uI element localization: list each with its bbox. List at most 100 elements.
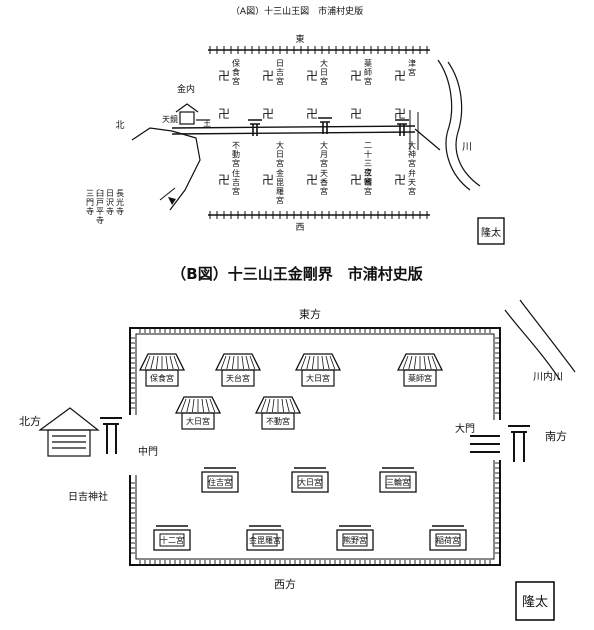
svg-text:長光寺: 長光寺 xyxy=(116,189,124,216)
temple-label: 薬師宮 xyxy=(364,58,372,86)
temple-label: 大日宮 xyxy=(320,58,328,86)
manji-icon: 卍 xyxy=(350,107,362,121)
seal-a-text: 隆太 xyxy=(481,226,501,239)
temple-label: 津宮 xyxy=(408,58,416,77)
temple-label: 熊野宮 xyxy=(343,535,367,545)
east-gate xyxy=(470,425,530,462)
temple-building: 薬師宮 xyxy=(396,353,444,387)
temple-building: 大日宮 xyxy=(294,353,342,387)
svg-text:二十三夜宮: 二十三夜宮 xyxy=(364,141,372,186)
temple-label: 保食宮 xyxy=(150,373,174,383)
temple-label: 大日宮 xyxy=(298,477,322,487)
temple-building: 大日宮 xyxy=(174,396,222,430)
manji-icon: 卍 xyxy=(306,69,318,83)
left-temple-label: 長光寺 xyxy=(116,189,124,216)
svg-text:不動宮: 不動宮 xyxy=(232,141,240,168)
west-gate-label: 中門 xyxy=(138,445,158,458)
temple-building: 住吉宮 xyxy=(201,467,239,493)
temple-building: 稲荷宮 xyxy=(429,525,467,551)
manji-icon: 卍 xyxy=(218,173,230,187)
svg-text:三輪宮: 三輪宮 xyxy=(364,169,372,196)
temple-label: 大日宮 xyxy=(306,373,330,383)
manji-icon: 卍 xyxy=(394,107,406,121)
svg-text:大月宮: 大月宮 xyxy=(320,140,328,168)
temple-label: 三輪宮 xyxy=(386,477,410,487)
temple-label: 日吉宮 xyxy=(276,59,284,86)
manji-icon: 卍 xyxy=(394,69,406,83)
temple-label: 大神宮 xyxy=(408,140,416,168)
manji-icon: 卍 xyxy=(218,107,230,121)
temple-label: 住吉宮 xyxy=(208,477,232,487)
seal-b xyxy=(515,581,555,621)
label-marker-a: 王 xyxy=(203,119,211,128)
temple-label: 天香宮 xyxy=(320,169,328,196)
caption-map-a: （A図）十三山王図 市浦村史版 xyxy=(231,5,363,17)
svg-text:保食宮: 保食宮 xyxy=(232,58,240,86)
temple-label: 稲荷宮 xyxy=(436,535,460,545)
temple-label: 大日宮 xyxy=(186,416,210,426)
dir-north-a: 北 xyxy=(115,120,124,131)
temple-building: 天台宮 xyxy=(214,353,262,387)
svg-text:住吉宮: 住吉宮 xyxy=(232,168,240,196)
map-b: 北方 日吉神社 中門 大門 川内川 東方 西方 南方 保食宮天台宮大日宮薬師宮大… xyxy=(19,299,576,621)
dir-east-b: 東方 xyxy=(299,307,321,321)
temple-label: 三輪宮 xyxy=(364,169,372,196)
temple-label: 不動宮 xyxy=(266,416,290,426)
svg-text:臼戸平寺: 臼戸平寺 xyxy=(96,188,104,225)
svg-text:三門寺: 三門寺 xyxy=(86,189,94,216)
dir-west-a: 西 xyxy=(295,222,304,233)
svg-text:薬師宮: 薬師宮 xyxy=(364,58,372,86)
manji-icon: 卍 xyxy=(306,107,318,121)
manji-icon: 卍 xyxy=(350,69,362,83)
seal-a xyxy=(477,217,505,245)
left-temple-label: 臼戸平寺 xyxy=(96,188,104,225)
temple-building: 十二宮 xyxy=(153,525,191,551)
svg-text:大神宮: 大神宮 xyxy=(408,140,416,168)
temple-building: 金毘羅宮 xyxy=(246,525,284,551)
temple-label: 金毘羅宮 xyxy=(276,168,284,205)
temple-label: 天台宮 xyxy=(226,373,250,383)
svg-text:金毘羅宮: 金毘羅宮 xyxy=(276,168,284,205)
temple-label: 大月宮 xyxy=(320,140,328,168)
temple-building: 不動宮 xyxy=(254,396,302,430)
manji-icon: 卍 xyxy=(218,69,230,83)
temple-label: 十二宮 xyxy=(160,535,184,545)
dir-south-b: 南方 xyxy=(545,429,567,443)
label-top-left-1: 金内 xyxy=(177,83,195,95)
temple-label: 弁天宮 xyxy=(408,168,416,196)
svg-text:大日宮: 大日宮 xyxy=(276,140,284,168)
temple-building: 三輪宮 xyxy=(379,467,417,493)
temple-label: 保食宮 xyxy=(232,58,240,86)
svg-text:津宮: 津宮 xyxy=(408,58,416,77)
caption-map-b: （B図）十三山王金剛界 市浦村史版 xyxy=(171,265,422,283)
temple-label: 金毘羅宮 xyxy=(249,535,281,545)
manji-icon: 卍 xyxy=(350,173,362,187)
river-label-a: 川 xyxy=(462,142,472,153)
temple-label: 不動宮 xyxy=(232,141,240,168)
manji-icon: 卍 xyxy=(394,173,406,187)
manji-icon: 卍 xyxy=(306,173,318,187)
label-top-left-2: 天鏡 xyxy=(162,114,178,124)
west-torii xyxy=(100,417,122,454)
dir-east-a: 東 xyxy=(295,33,304,45)
svg-text:弁天宮: 弁天宮 xyxy=(408,168,416,196)
temple-label: 二十三夜宮 xyxy=(364,141,372,186)
temple-label: 住吉宮 xyxy=(232,168,240,196)
seal-b-text: 隆太 xyxy=(522,595,548,610)
left-temple-label: 日沢寺 xyxy=(106,189,114,216)
svg-text:大日宮: 大日宮 xyxy=(320,58,328,86)
river-label-b: 川内川 xyxy=(533,370,563,383)
dir-north-b: 北方 xyxy=(19,414,41,428)
temple-label: 薬師宮 xyxy=(408,373,432,383)
temple-building: 大日宮 xyxy=(291,467,329,493)
manji-icon: 卍 xyxy=(262,173,274,187)
temple-building: 熊野宮 xyxy=(336,525,374,551)
temple-label: 大日宮 xyxy=(276,140,284,168)
svg-text:日沢寺: 日沢寺 xyxy=(106,189,114,216)
dir-west-b: 西方 xyxy=(274,577,296,591)
map-a: 金内 天鏡 王 川 東 西 北 卍保食宮卍日吉宮卍大日宮卍薬師宮卍津宮 卍不動宮… xyxy=(86,33,505,245)
west-shrine xyxy=(38,407,100,457)
manji-icon: 卍 xyxy=(262,69,274,83)
manji-icon: 卍 xyxy=(262,107,274,121)
